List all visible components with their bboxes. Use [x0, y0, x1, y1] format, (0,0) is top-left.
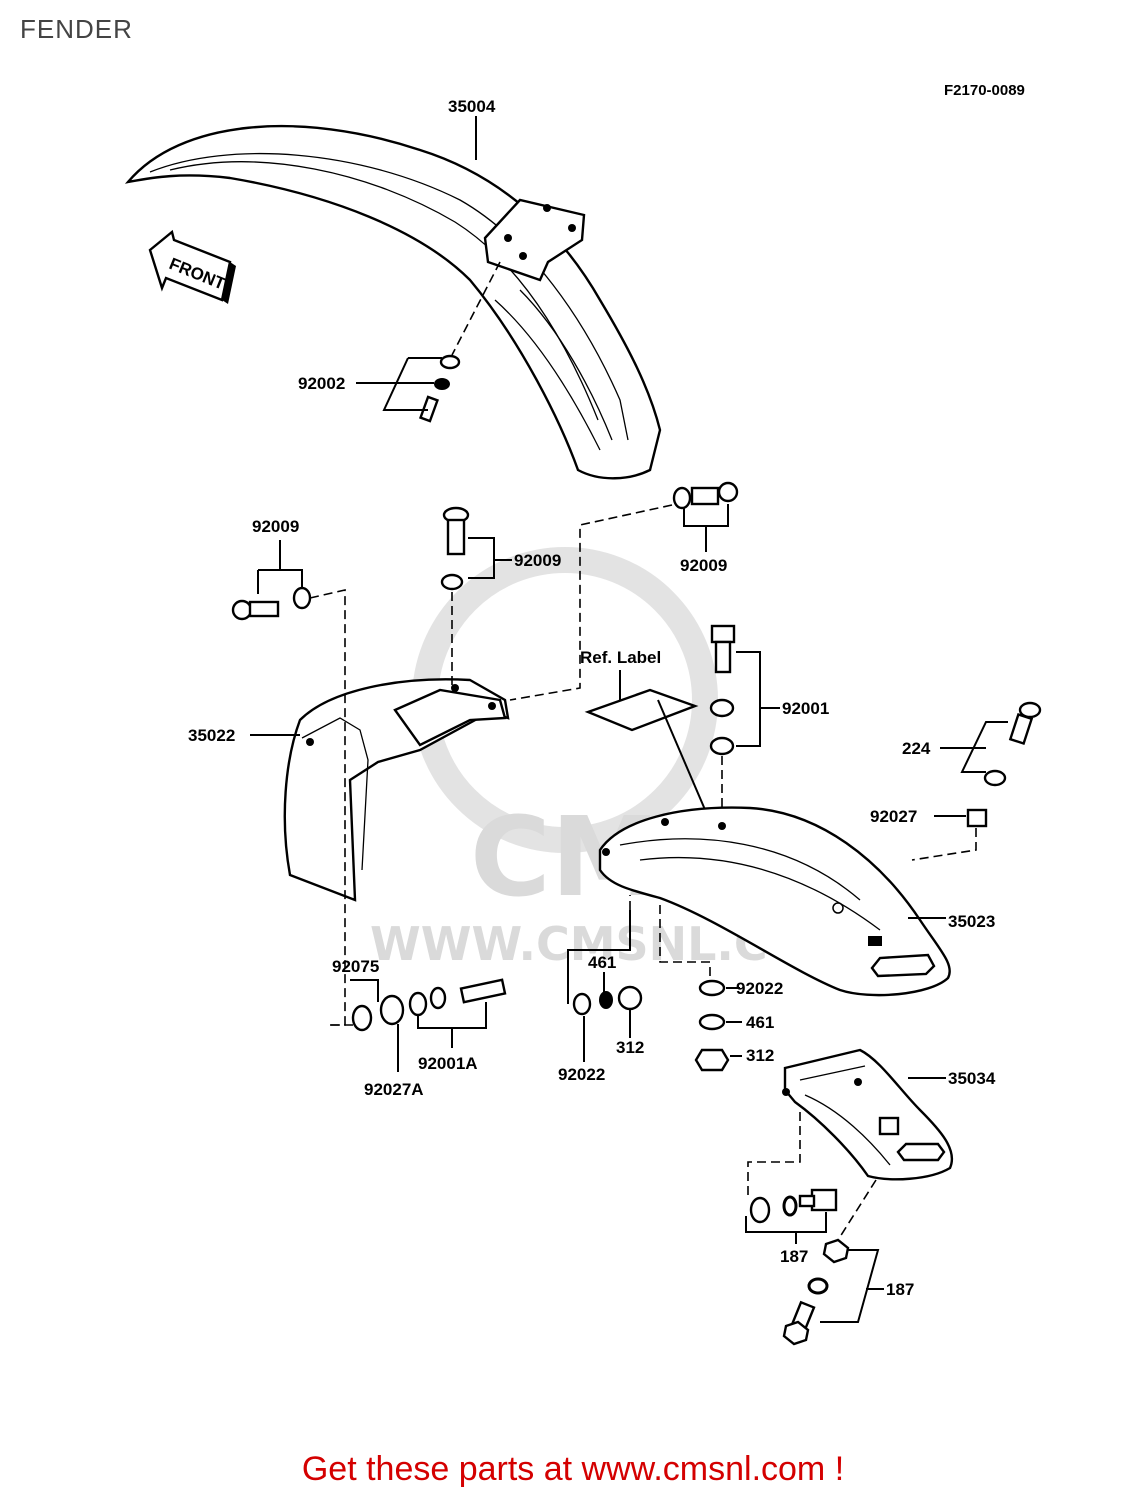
hardware-92002	[356, 261, 501, 423]
callout-92001: 92001	[782, 699, 829, 718]
callout-35004: 35004	[448, 97, 496, 116]
callout-92009-left: 92009	[252, 517, 299, 536]
callout-187-lower: 187	[886, 1280, 914, 1299]
callout-312-left: 312	[616, 1038, 644, 1057]
callout-92027A: 92027A	[364, 1080, 424, 1099]
callout-35023: 35023	[948, 912, 995, 931]
inner-fender-35022	[283, 678, 510, 902]
footer-link-text[interactable]: Get these parts at www.cmsnl.com !	[301, 1450, 845, 1488]
callout-312-right: 312	[746, 1046, 774, 1065]
hardware-187-lower	[782, 1179, 884, 1346]
front-fender-35004	[124, 125, 662, 480]
hardware-92075-group	[330, 978, 507, 1072]
hardware-92009-left	[231, 540, 346, 1026]
bracket-35034	[782, 1048, 953, 1181]
callout-35022: 35022	[188, 726, 235, 745]
callout-187-upper: 187	[780, 1247, 808, 1266]
ref-label-text: Ref. Label	[580, 648, 661, 667]
callout-92009-mid: 92009	[514, 551, 561, 570]
callout-92027: 92027	[870, 807, 917, 826]
drawing-code: F2170-0089	[944, 82, 1025, 99]
callout-92075: 92075	[332, 957, 379, 976]
callout-461-right: 461	[746, 1013, 774, 1032]
front-direction-arrow: FRONT	[148, 229, 236, 304]
callout-35034: 35034	[948, 1069, 996, 1088]
callout-92002: 92002	[298, 374, 345, 393]
callout-92009-right: 92009	[680, 556, 727, 575]
hardware-187-upper	[745, 1112, 838, 1244]
callout-224: 224	[902, 739, 931, 758]
hardware-92009-right	[509, 481, 739, 701]
callout-92022-left: 92022	[558, 1065, 605, 1084]
callout-92001A: 92001A	[418, 1054, 478, 1073]
hardware-nut-stack-right	[659, 905, 742, 1072]
hardware-224-92027	[911, 701, 1042, 861]
hardware-92009-mid	[440, 506, 512, 690]
callout-461-left: 461	[588, 953, 616, 972]
rear-fender-35023	[598, 806, 951, 997]
hardware-nut-stack-left	[567, 895, 643, 1062]
callout-92022-right: 92022	[736, 979, 783, 998]
page-title: FENDER	[20, 14, 133, 44]
